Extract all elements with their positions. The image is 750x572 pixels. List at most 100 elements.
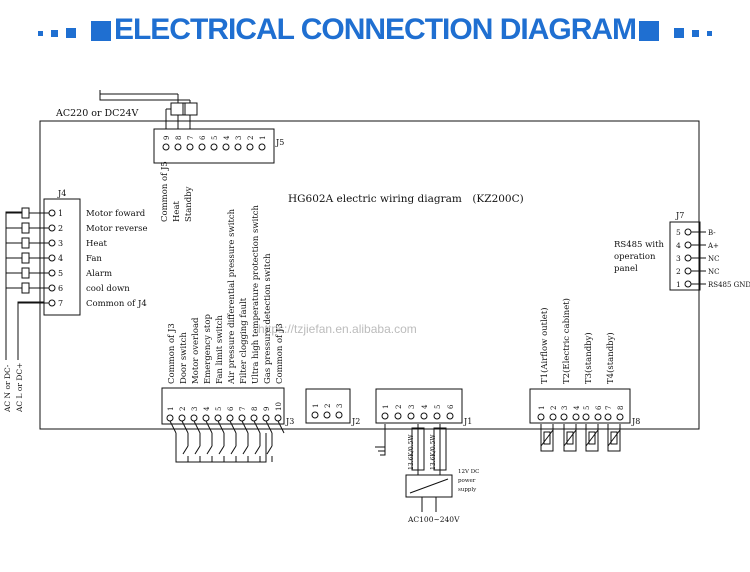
j1-pin	[433, 412, 441, 420]
j3-pin-label: Common of J3	[167, 323, 177, 384]
j7-pin	[684, 241, 692, 249]
j3-pin-number: 3	[191, 407, 199, 411]
j3-name: J3	[285, 417, 294, 426]
j4-terminal	[21, 282, 30, 294]
psu-label-2: power	[458, 478, 476, 484]
j7-pin-number: 2	[676, 267, 681, 276]
decor-square	[38, 31, 43, 36]
j5-pin-label: Standby	[184, 186, 194, 222]
j3-wire	[253, 420, 261, 434]
j3-pin-label: Gas pressure detection switch	[263, 253, 273, 384]
j7-connector	[669, 221, 701, 291]
j1-name: J1	[463, 417, 472, 426]
psu-label-1: 12V DC	[458, 469, 479, 475]
j8-pin-number: 2	[550, 406, 558, 410]
j1-pin	[446, 412, 454, 420]
j3-pin-number: 5	[215, 407, 223, 411]
j3-wire	[277, 420, 285, 434]
j3-pin-label: Motor overload	[191, 317, 201, 384]
j2-name: J2	[351, 417, 360, 426]
j8-pin-label: T2(Electric cabinet)	[561, 298, 572, 384]
j3-pin-label: Air pressure differential pressure switc…	[227, 208, 237, 385]
supply-left-n: AC N or DC-	[3, 364, 12, 413]
resistor-2-label: 13.6K/0.5W	[430, 434, 437, 470]
j4-connector	[43, 198, 81, 316]
decor-square	[91, 21, 111, 41]
j5-pin-number: 4	[223, 135, 231, 140]
j4-pin-label: Motor reverse	[86, 224, 148, 234]
j4-pin-number: 4	[58, 254, 63, 263]
j3-wire	[229, 420, 237, 434]
j1-pin-number: 6	[447, 404, 455, 409]
j3-switch	[254, 445, 261, 455]
j4-pin-label: Heat	[86, 239, 108, 249]
decor-square	[639, 21, 659, 41]
thermistor-arrow	[540, 429, 554, 447]
j3-pin-label: Door switch	[179, 332, 189, 384]
j8-pin-number: 4	[573, 405, 581, 410]
j3-pin	[190, 414, 198, 422]
j7-pin-label: NC	[708, 268, 719, 276]
j3-pin	[202, 414, 210, 422]
j4-terminal	[21, 267, 30, 279]
watermark: https://tzjiefan.en.alibaba.com	[258, 322, 417, 336]
j1-pin	[407, 412, 415, 420]
supply-wire	[5, 318, 19, 360]
j1-pin-number: 2	[395, 405, 403, 409]
psu-input-label: AC100~240V	[407, 515, 460, 524]
j5-pin	[234, 143, 242, 151]
j4-pin-label: cool down	[86, 284, 130, 294]
j3-wire	[181, 420, 189, 434]
j1-pin	[381, 412, 389, 420]
j8-pin-label: T4(standby)	[605, 332, 616, 384]
j3-common-wire	[175, 433, 267, 463]
common-wire	[165, 108, 171, 129]
header-banner: ELECTRICAL CONNECTION DIAGRAM	[0, 0, 750, 62]
j3-wire	[169, 420, 177, 434]
j3-pin-number: 2	[179, 407, 187, 411]
j5-pin-number: 6	[199, 135, 207, 140]
j3-connector	[161, 387, 285, 425]
j7-pin-number: 4	[676, 241, 681, 250]
j4-terminal	[21, 207, 30, 219]
j4-name: J4	[57, 189, 66, 198]
j2-pin-number: 1	[312, 404, 320, 408]
j1-connector	[375, 388, 463, 424]
decor-square	[66, 28, 76, 38]
j3-switch	[230, 445, 237, 455]
j3-pin-number: 7	[239, 407, 247, 411]
thermistor	[543, 431, 551, 445]
j3-switch	[182, 445, 189, 455]
j4-pin-number: 3	[58, 239, 63, 248]
thermistor-arrow	[607, 429, 621, 447]
j3-pin-label: Emergency stop	[203, 314, 213, 384]
j7-note-2: operation	[614, 252, 656, 262]
j4-pin	[48, 239, 56, 247]
j8-pin	[549, 413, 557, 421]
j8-pin-number: 8	[617, 406, 625, 410]
j7-pin-label: A+	[707, 242, 719, 250]
j3-pin	[250, 414, 258, 422]
j4-pin-label: Motor foward	[86, 209, 146, 219]
j8-pin-number: 7	[605, 406, 613, 410]
j5-pin-number: 7	[187, 136, 195, 140]
supply-wire	[17, 301, 44, 318]
board-title: HG602A electric wiring diagram (KZ200C)	[288, 193, 524, 205]
j8-pin	[594, 413, 602, 421]
j1-pin-number: 4	[421, 404, 429, 409]
supply-left-l: AC L or DC+	[15, 363, 24, 413]
j7-pin	[684, 254, 692, 262]
decor-square	[51, 30, 58, 37]
j5-pin-label: Heat	[172, 200, 182, 222]
j8-pin-label: T3(standby)	[583, 332, 594, 384]
j3-switch	[218, 445, 225, 455]
controller-board	[39, 120, 700, 430]
ac-input-wire	[421, 497, 437, 512]
j3-switch	[266, 445, 273, 455]
j5-pin-number: 5	[211, 136, 219, 140]
j5-connector	[153, 128, 275, 164]
j3-pin	[166, 414, 174, 422]
ground-wire	[375, 424, 386, 456]
j3-pin-label: Ultra high temperature protection switch	[251, 204, 261, 384]
